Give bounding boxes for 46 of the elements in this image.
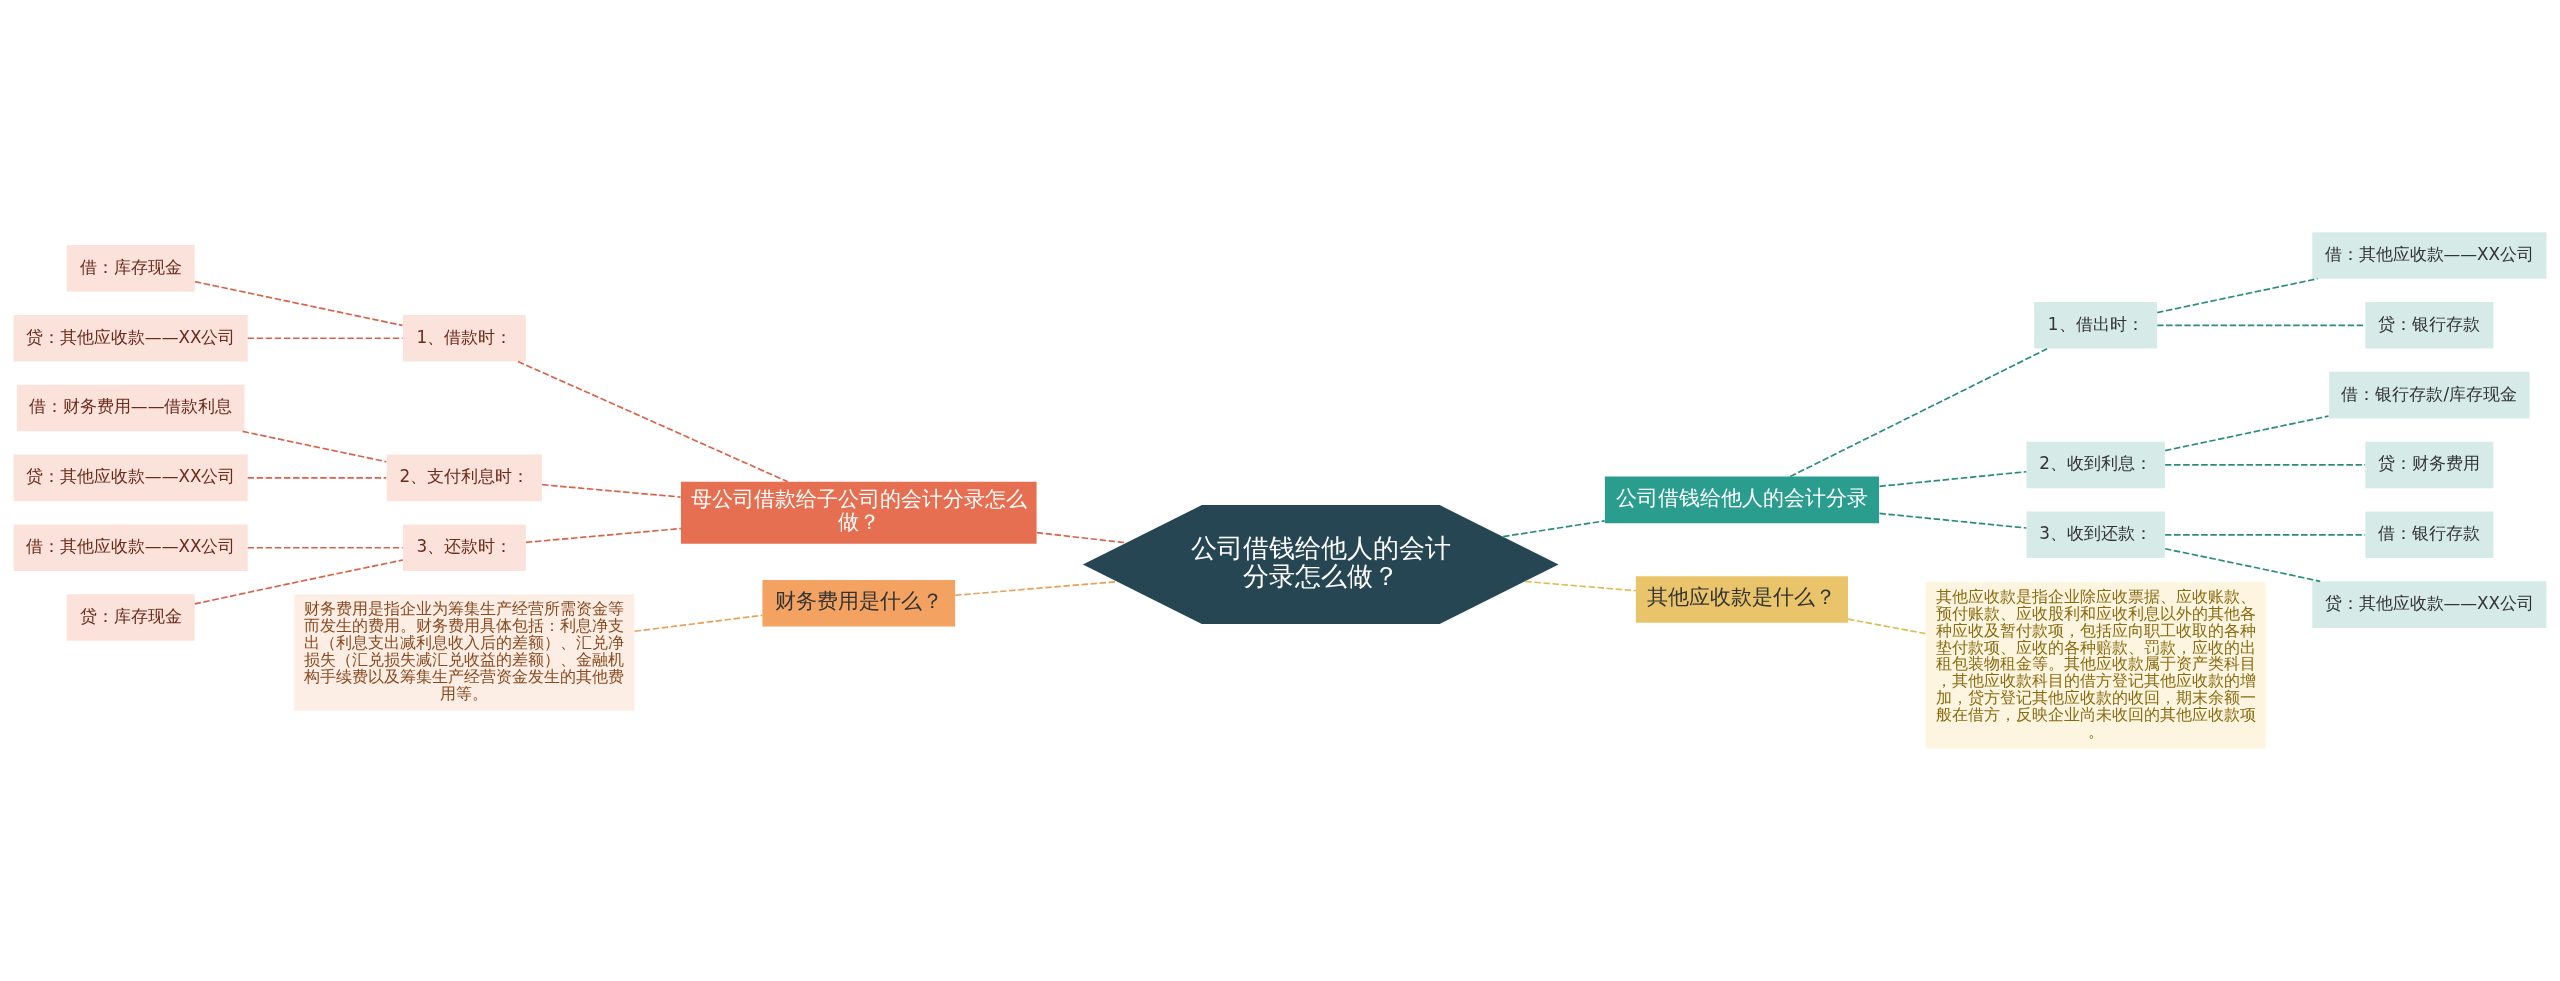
node-box: 1、借出时： [2034, 302, 2158, 349]
connector [517, 360, 789, 483]
node-box: 贷：其他应收款——XX公司 [2312, 581, 2547, 628]
connector [1524, 580, 1637, 592]
node-box: 3、还款时： [402, 524, 526, 571]
node-box: 1、借款时： [402, 314, 526, 362]
connector [633, 614, 764, 633]
connector [954, 580, 1118, 597]
connector [1878, 470, 2028, 488]
node-box: 借：其他应收款——XX公司 [13, 524, 248, 571]
connector [1789, 347, 2048, 478]
node-box: 贷：其他应收款——XX公司 [13, 454, 248, 502]
connector [246, 477, 388, 479]
connector [2164, 533, 2366, 536]
connector [194, 280, 404, 327]
node-box: 贷：财务费用 [2365, 441, 2494, 489]
node-box: 借：银行存款 [2365, 511, 2494, 559]
connector [1847, 618, 1927, 635]
node-box: 贷：银行存款 [2365, 302, 2494, 349]
node-box: 借：银行存款/库存现金 [2329, 371, 2530, 419]
node-box: 借：库存现金 [66, 245, 195, 292]
connector [541, 483, 682, 498]
node-box: 其他应收款是什么？ [1635, 576, 1848, 623]
node-box: 贷：库存现金 [66, 594, 195, 641]
connector [525, 527, 682, 544]
connector [2164, 547, 2322, 583]
node-box: 贷：其他应收款——XX公司 [13, 314, 248, 362]
node-box: 财务费用是什么？ [762, 580, 956, 627]
connector [2156, 277, 2319, 314]
node-box: 借：其他应收款——XX公司 [2312, 232, 2547, 279]
node-box: 财务费用是指企业为筹集生产经营所需资金等而发生的费用。财务费用具体包括：利息净支出（利息支出减利息收入后的差额）、汇兑净损失（汇兑损失减汇兑收益的差额）、金融机构手续费以及筹集生产经营资金发生的其他费用等。 [294, 594, 635, 711]
connector [1502, 520, 1606, 538]
node-box: 借：财务费用——借款利息 [16, 384, 245, 432]
connector [246, 337, 404, 340]
connector [193, 559, 404, 605]
node-box: 2、支付利息时： [386, 454, 542, 502]
connector [1878, 512, 2028, 529]
node-box: 3、收到还款： [2026, 511, 2165, 559]
connector [246, 546, 404, 549]
connector [2164, 464, 2366, 466]
connector [241, 430, 388, 463]
node-box: 母公司借款给子公司的会计分录怎么做？ [680, 481, 1037, 544]
connector [2164, 415, 2330, 452]
node-box: 公司借钱给他人的会计分录 [1604, 476, 1880, 524]
node-box: 其他应收款是指企业除应收票据、应收账款、预付账款、应收股利和应收利息以外的其他各种应收及暂付款项，包括应向职工收取的各种垫付款项、应收的各种赔款、罚款，应收的出租包装物租金等。其他应收款属于资产类科目，其他应收款科目的借方登记其他应收款的增加，贷方登记其他应收款的收回，期末余额一般在借方，反映企业尚未收回的其他应收款项。 [1925, 582, 2266, 749]
node-box: 2、收到利息： [2026, 441, 2165, 489]
